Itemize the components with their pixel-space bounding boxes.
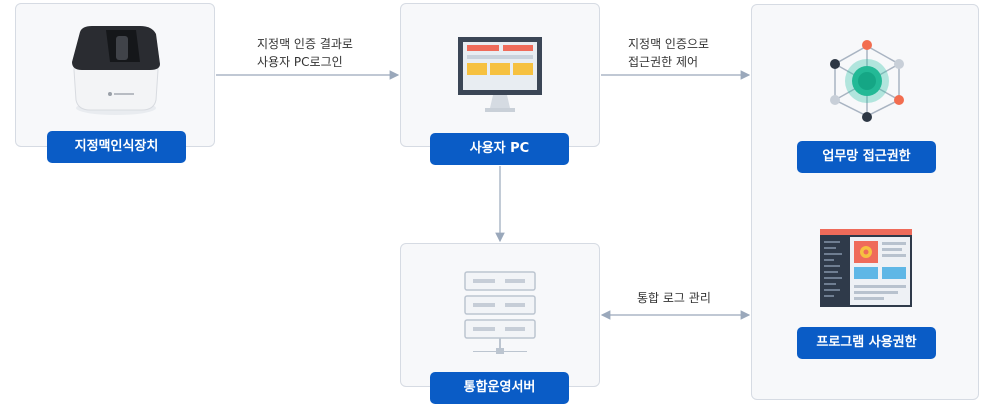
connector-line-2: 접근권한 제어: [628, 55, 699, 69]
connector-line-1: 지정맥 인증 결과로: [257, 37, 353, 51]
connector-label-device-pc: 지정맥 인증 결과로 사용자 PC로그인: [257, 35, 353, 71]
server-icon: [464, 271, 536, 354]
finger-vein-scanner-icon: [72, 26, 160, 115]
program-window-icon: [820, 229, 912, 307]
server-label: 통합운영서버: [430, 372, 569, 404]
connector-line-2: 사용자 PC로그인: [257, 55, 343, 69]
network-hub-icon: [830, 40, 904, 122]
network-permission-label: 업무망 접근권한: [797, 141, 936, 173]
pc-label: 사용자 PC: [430, 133, 569, 165]
connector-label-server-right: 통합 로그 관리: [637, 291, 711, 305]
device-label: 지정맥인식장치: [47, 131, 186, 163]
program-permission-label: 프로그램 사용권한: [797, 327, 936, 359]
monitor-icon: [458, 37, 542, 112]
connector-label-pc-right: 지정맥 인증으로 접근권한 제어: [628, 35, 709, 71]
connector-line-1: 지정맥 인증으로: [628, 37, 710, 51]
